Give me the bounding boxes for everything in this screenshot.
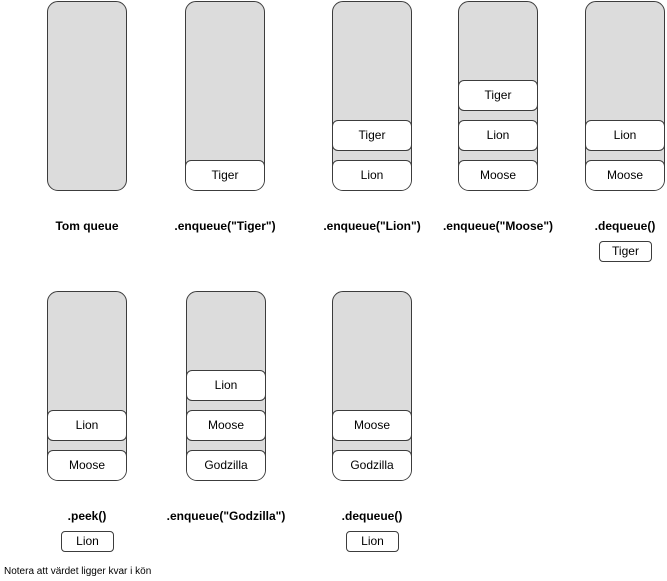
queue-item: Lion bbox=[333, 160, 411, 190]
operation-caption: .dequeue() bbox=[594, 219, 656, 233]
queue-item: Lion bbox=[586, 120, 664, 151]
queue-item: Lion bbox=[187, 370, 265, 401]
return-value: Tiger bbox=[599, 241, 652, 262]
queue-item: Tiger bbox=[333, 120, 411, 151]
queue-item: Godzilla bbox=[187, 450, 265, 480]
queue-item: Tiger bbox=[459, 80, 537, 111]
queue-container: Tiger bbox=[185, 1, 265, 191]
operation-caption: .enqueue("Tiger") bbox=[174, 219, 276, 233]
queue-item: Moose bbox=[459, 160, 537, 190]
queue-item: Godzilla bbox=[333, 450, 411, 480]
queue-item: Moose bbox=[48, 450, 126, 480]
queue-item: Tiger bbox=[186, 160, 264, 190]
operation-caption: .peek() bbox=[67, 509, 107, 523]
queue-item: Lion bbox=[459, 120, 537, 151]
operation-caption: .dequeue() bbox=[341, 509, 403, 523]
queue-item: Moose bbox=[586, 160, 664, 190]
return-value: Lion bbox=[61, 531, 114, 552]
return-value: Lion bbox=[346, 531, 399, 552]
queue-item: Moose bbox=[333, 410, 411, 441]
operation-caption: .enqueue("Moose") bbox=[442, 219, 554, 233]
operation-caption: .enqueue("Lion") bbox=[323, 219, 421, 233]
queue-container bbox=[47, 1, 127, 191]
operation-caption: .enqueue("Godzilla") bbox=[166, 509, 286, 523]
queue-item: Lion bbox=[48, 410, 126, 441]
operation-caption: Tom queue bbox=[55, 219, 119, 233]
footnote: Notera att värdet ligger kvar i kön bbox=[4, 566, 152, 577]
queue-item: Moose bbox=[187, 410, 265, 441]
